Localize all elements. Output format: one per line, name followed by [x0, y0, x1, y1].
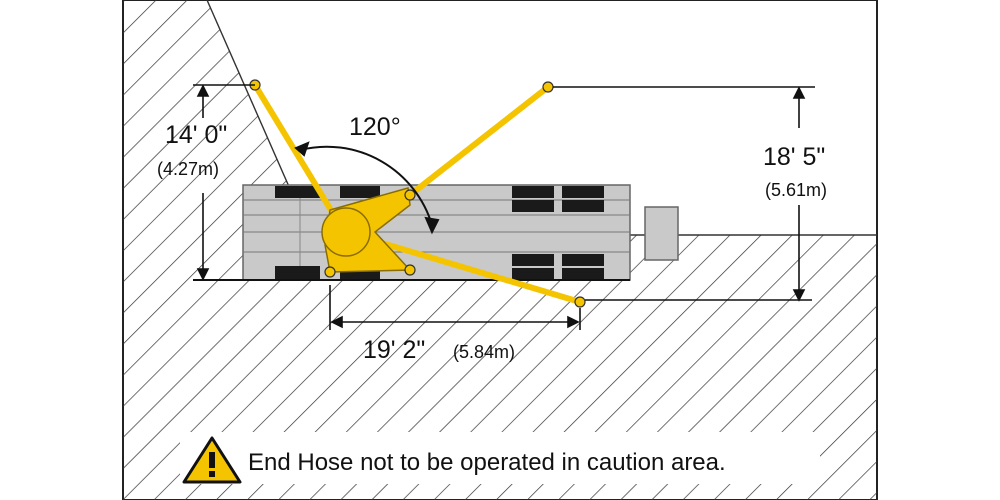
rotation-angle-label: 120°	[349, 113, 401, 141]
truck	[242, 184, 679, 281]
rotation-angle-arc	[294, 141, 440, 235]
max-height-metric-label: (4.27m)	[157, 159, 219, 179]
warning-triangle-icon	[182, 436, 242, 484]
dimension-lines	[193, 84, 815, 330]
boom-arm-up-left	[252, 82, 343, 228]
caution-text: End Hose not to be operated in caution a…	[248, 449, 726, 476]
horizontal-reach-label: 19' 2"	[363, 336, 425, 364]
joint-lower-left	[324, 266, 336, 278]
reach-height-metric-label: (5.61m)	[765, 180, 827, 200]
max-height-label: 14' 0"	[165, 121, 227, 149]
reach-height-label: 18' 5"	[763, 143, 825, 171]
joint-tip-down-right	[574, 296, 586, 308]
horizontal-reach-metric-label: (5.84m)	[453, 342, 515, 362]
joint-tip-up-right	[542, 81, 554, 93]
boom-arm-up-right	[407, 84, 551, 198]
caution-note: End Hose not to be operated in caution a…	[180, 432, 820, 484]
joint-upper	[404, 189, 416, 201]
joint-lower-right	[404, 264, 416, 276]
boom-hub	[321, 207, 371, 257]
boom-assembly	[249, 79, 586, 308]
